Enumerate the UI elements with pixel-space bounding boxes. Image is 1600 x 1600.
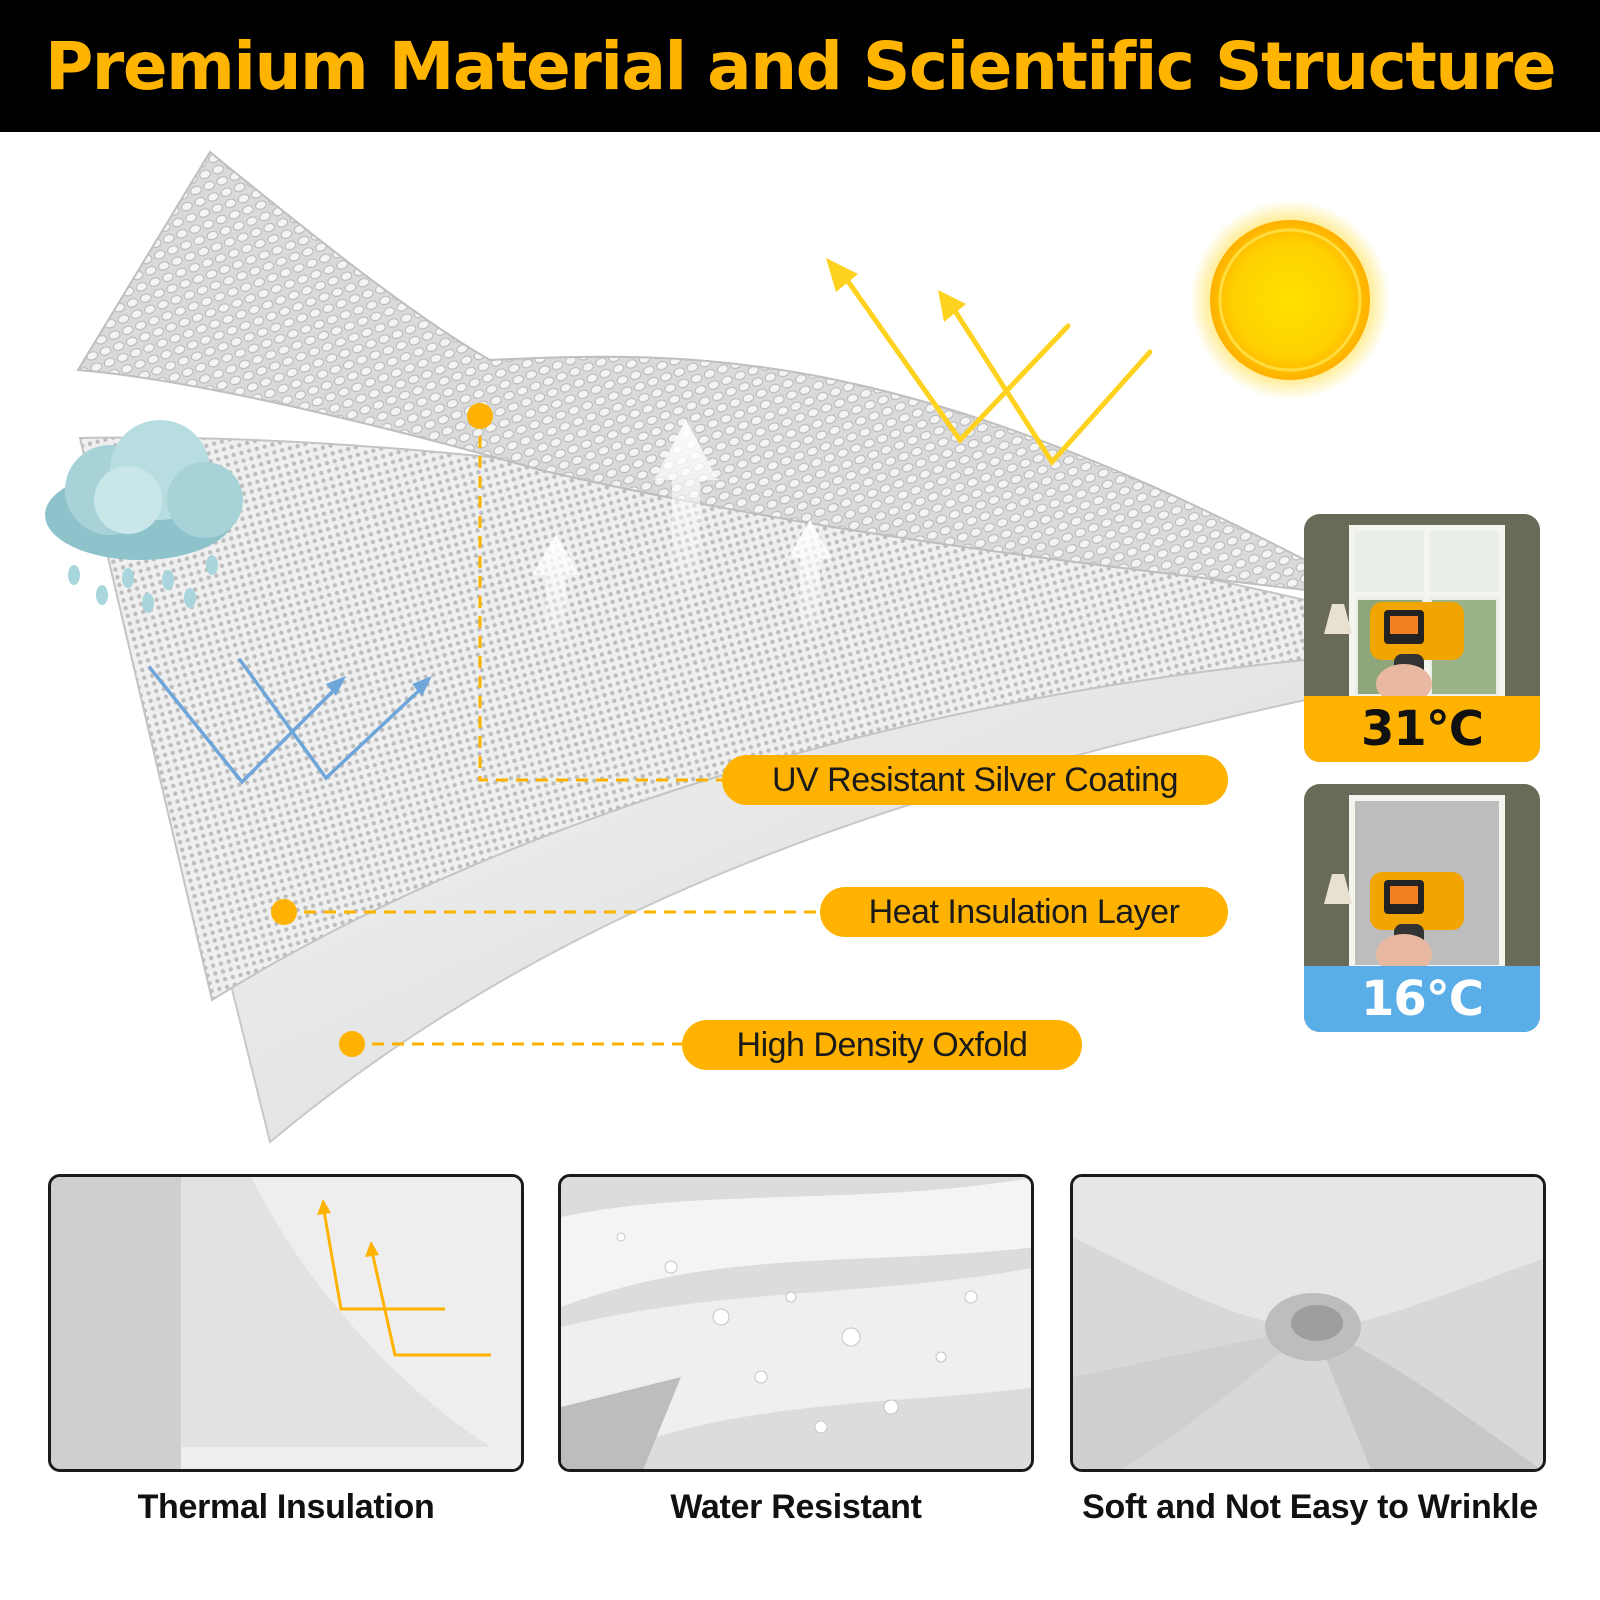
temperature-cool-value: 16℃: [1304, 966, 1540, 1032]
soft-fabric-image: [1073, 1177, 1543, 1469]
thermometer-gun-icon: [1370, 872, 1464, 974]
temperature-card-cool: 16℃: [1304, 784, 1540, 1032]
temperature-hot-value: 31℃: [1304, 696, 1540, 762]
heat-reflection-arrows: [317, 1199, 491, 1357]
sun-reflection-arrows: [826, 258, 1153, 467]
water-resistant-image: [561, 1177, 1031, 1469]
feature-caption-soft: Soft and Not Easy to Wrinkle: [1082, 1488, 1538, 1526]
sun-icon: [1190, 200, 1390, 400]
heat-arrows: [532, 420, 832, 650]
page-title: Premium Material and Scientific Structur…: [44, 27, 1557, 105]
water-droplets: [616, 1232, 978, 1434]
layer-label-heat-insulation: Heat Insulation Layer: [820, 887, 1228, 937]
leader-dots: [271, 403, 493, 1057]
water-reflection-arrows: [148, 658, 432, 785]
title-banner: Premium Material and Scientific Structur…: [0, 0, 1600, 132]
temperature-card-hot: 31℃: [1304, 514, 1540, 762]
feature-tile-soft: [1070, 1174, 1546, 1472]
layer-label-uv-coating: UV Resistant Silver Coating: [722, 755, 1228, 805]
layer-label-oxford: High Density Oxfold: [682, 1020, 1082, 1070]
feature-caption-water: Water Resistant: [670, 1488, 922, 1526]
thermal-insulation-image: [51, 1177, 521, 1469]
layer-diagram: [45, 150, 1390, 1144]
thermometer-gun-icon: [1370, 602, 1464, 704]
feature-tile-thermal: [48, 1174, 524, 1472]
feature-caption-thermal: Thermal Insulation: [137, 1488, 435, 1526]
leader-lines: [284, 416, 820, 1046]
feature-tile-water: [558, 1174, 1034, 1472]
rain-cloud-icon: [45, 420, 243, 613]
